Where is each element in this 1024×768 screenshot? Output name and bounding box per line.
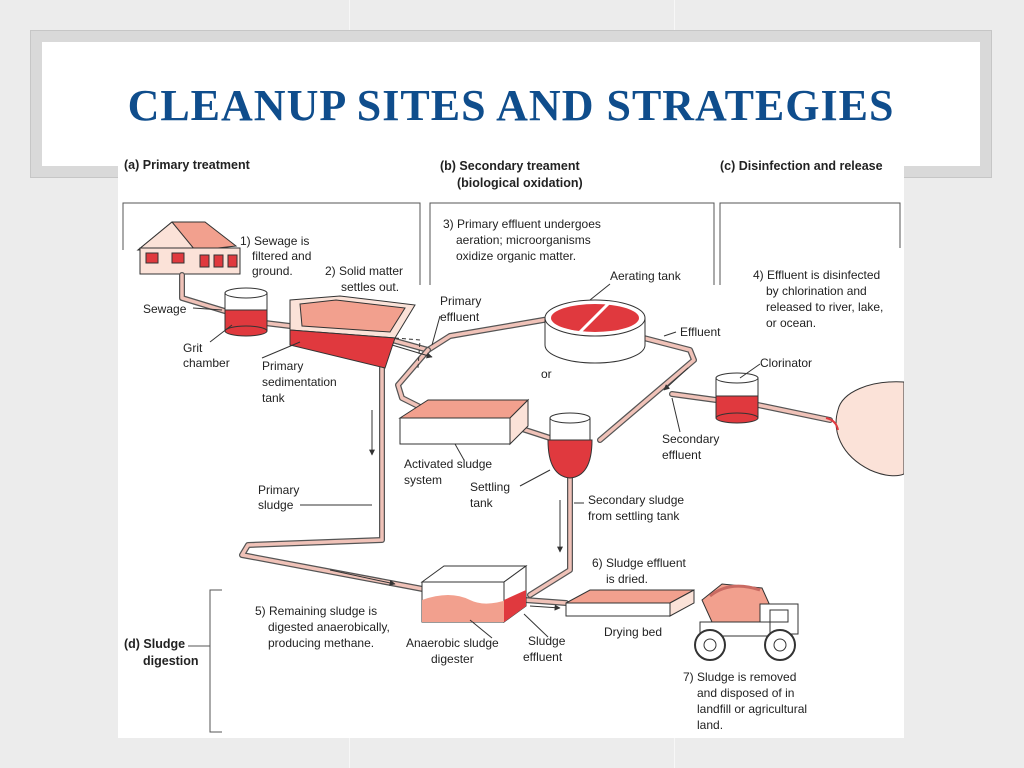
label-activated-line-2: system — [404, 473, 442, 487]
label-sewage: Sewage — [143, 302, 187, 316]
dump-truck-icon — [694, 583, 799, 661]
step-3-line-3: oxidize organic matter. — [456, 249, 576, 263]
title-panel: CLEANUP SITES AND STRATEGIES — [42, 42, 980, 166]
step-1-line-2: filtered and — [252, 249, 311, 263]
step-7-line-3: landfill or agricultural — [697, 702, 807, 716]
step-4-line-1: 4) Effluent is disinfected — [753, 268, 880, 282]
step-6-line-2: is dried. — [606, 572, 648, 586]
label-primary-effluent-line-2: effluent — [440, 310, 480, 324]
label-primary-sed-line-3: tank — [262, 391, 286, 405]
step-4-line-4: or ocean. — [766, 316, 816, 330]
step-3-line-2: aeration; microorganisms — [456, 233, 591, 247]
step-4-line-3: released to river, lake, — [766, 300, 883, 314]
step-1-line-3: ground. — [252, 264, 293, 278]
slide-title: CLEANUP SITES AND STRATEGIES — [127, 81, 895, 130]
activated-sludge-tank — [398, 398, 530, 446]
grit-chamber-tank — [224, 287, 268, 337]
section-primary-header: (a) Primary treatment — [124, 158, 251, 172]
label-or: or — [541, 367, 552, 381]
label-secondary-effluent-line-1: Secondary — [662, 432, 719, 446]
step-1-line-1: 1) Sewage is — [240, 234, 309, 248]
section-bracket-primary — [122, 202, 421, 285]
label-settling-line-1: Settling — [470, 480, 510, 494]
river-outlet — [825, 381, 905, 477]
label-digester-line-2: digester — [431, 652, 474, 666]
label-grit-line-1: Grit — [183, 341, 203, 355]
section-disinfection-header: (c) Disinfection and release — [720, 159, 883, 173]
label-sludge-effluent-line-2: effluent — [523, 650, 563, 664]
step-3-line-1: 3) Primary effluent undergoes — [443, 217, 601, 231]
label-primary-effluent-line-1: Primary — [440, 294, 481, 308]
section-secondary-subheader: (biological oxidation) — [457, 176, 583, 190]
drying-bed — [565, 589, 695, 617]
settling-tank — [547, 412, 593, 479]
label-primary-sed-line-2: sedimentation — [262, 375, 337, 389]
label-grit-line-2: chamber — [183, 356, 230, 370]
label-secondary-sludge-line-1: Secondary sludge — [588, 493, 684, 507]
label-primary-sludge-line-1: Primary — [258, 483, 299, 497]
aerating-tank — [544, 299, 646, 364]
step-7-line-1: 7) Sludge is removed — [683, 670, 796, 684]
label-secondary-sludge-line-2: from settling tank — [588, 509, 680, 523]
section-bracket-sludge — [188, 589, 222, 733]
label-primary-sludge-line-2: sludge — [258, 498, 294, 512]
label-drying-bed: Drying bed — [604, 625, 662, 639]
label-primary-sed-line-1: Primary — [262, 359, 303, 373]
house-icon — [136, 221, 241, 275]
step-6-line-1: 6) Sludge effluent — [592, 556, 687, 570]
pipes — [179, 272, 833, 606]
clorinator-tank — [715, 372, 759, 424]
wastewater-diagram: (a) Primary treatment (b) Secondary trea… — [118, 152, 905, 738]
anaerobic-digester — [420, 565, 528, 623]
label-clorinator: Clorinator — [760, 356, 812, 370]
section-bracket-secondary — [429, 202, 715, 285]
leader-lines — [192, 283, 761, 639]
label-effluent: Effluent — [680, 325, 721, 339]
step-2-line-1: 2) Solid matter — [325, 264, 403, 278]
step-4-line-2: by chlorination and — [766, 284, 867, 298]
step-5-line-2: digested anaerobically, — [268, 620, 390, 634]
flow-arrows — [329, 344, 689, 611]
step-5-line-1: 5) Remaining sludge is — [255, 604, 377, 618]
label-sludge-effluent-line-1: Sludge — [528, 634, 566, 648]
section-secondary-header: (b) Secondary treament — [440, 159, 580, 173]
step-7-line-4: land. — [697, 718, 723, 732]
section-sludge-subheader: digestion — [143, 654, 199, 668]
step-5-line-3: producing methane. — [268, 636, 374, 650]
section-bracket-disinfection — [719, 202, 901, 285]
section-sludge-header: (d) Sludge — [124, 637, 185, 651]
label-aerating-tank: Aerating tank — [610, 269, 682, 283]
label-digester-line-1: Anaerobic sludge — [406, 636, 499, 650]
step-7-line-2: and disposed of in — [697, 686, 794, 700]
label-secondary-effluent-line-2: effluent — [662, 448, 702, 462]
label-activated-line-1: Activated sludge — [404, 457, 492, 471]
label-settling-line-2: tank — [470, 496, 494, 510]
primary-sedimentation-tank — [289, 295, 421, 369]
step-2-line-2: settles out. — [341, 280, 399, 294]
